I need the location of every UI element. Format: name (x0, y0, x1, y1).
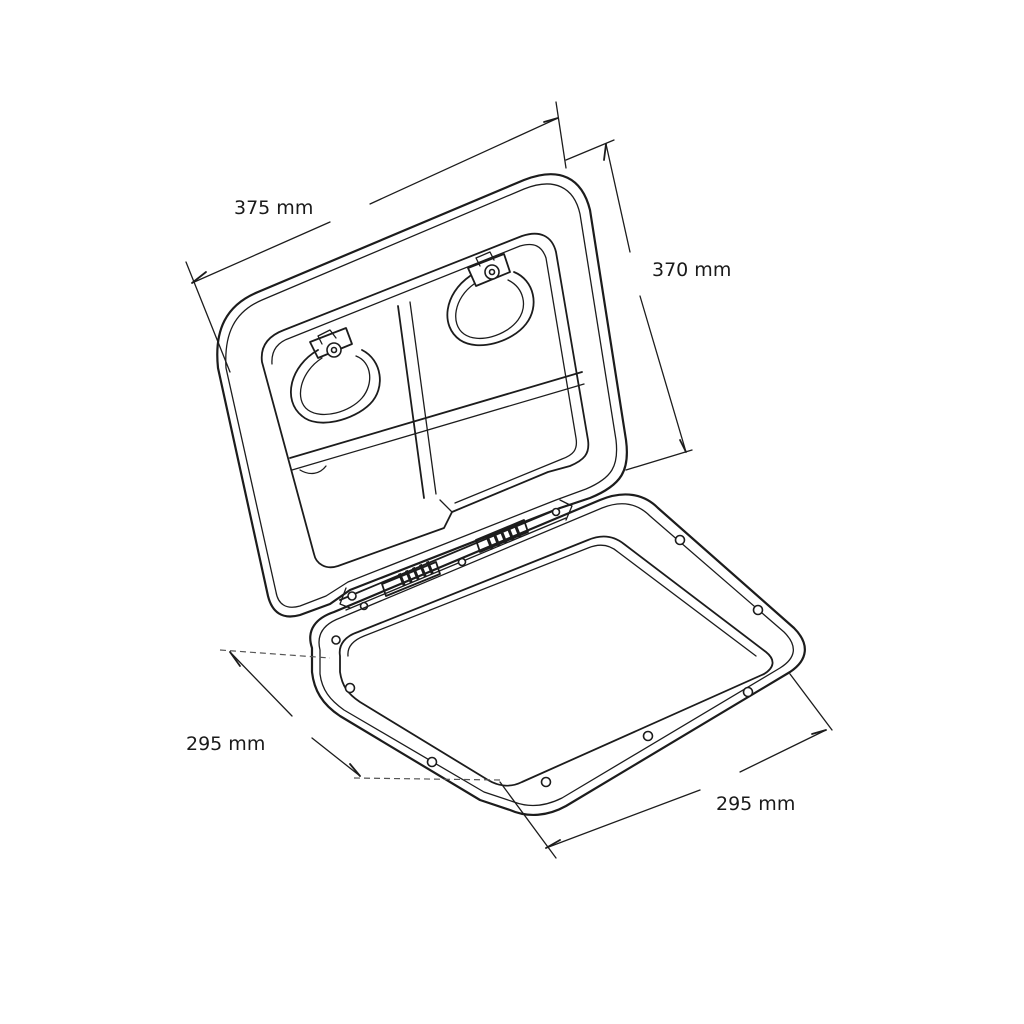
screw-hole (344, 682, 356, 694)
screw-hole (426, 756, 438, 768)
screw-hole (674, 534, 686, 546)
screw-hole (742, 686, 754, 698)
hatch-lid (216, 173, 628, 618)
dimension-label-lid-height: 370 mm (652, 259, 731, 281)
dimension-lid-height: 370 mm (565, 139, 731, 471)
dimension-label-lid-width: 375 mm (234, 197, 313, 219)
dimension-label-frame-width: 295 mm (716, 793, 795, 815)
dimension-frame-width: 295 mm (499, 673, 833, 859)
dimension-label-frame-depth: 295 mm (186, 733, 265, 755)
screw-hole (540, 776, 552, 788)
screw-hole (752, 604, 764, 616)
dimension-lid-width: 375 mm (185, 101, 567, 373)
hatch-frame (309, 493, 806, 816)
latch-right (446, 251, 535, 347)
screw-hole (331, 635, 341, 645)
screw-hole (642, 730, 654, 742)
latch-left (290, 327, 381, 424)
dimension-frame-depth: 295 mm (186, 649, 501, 781)
